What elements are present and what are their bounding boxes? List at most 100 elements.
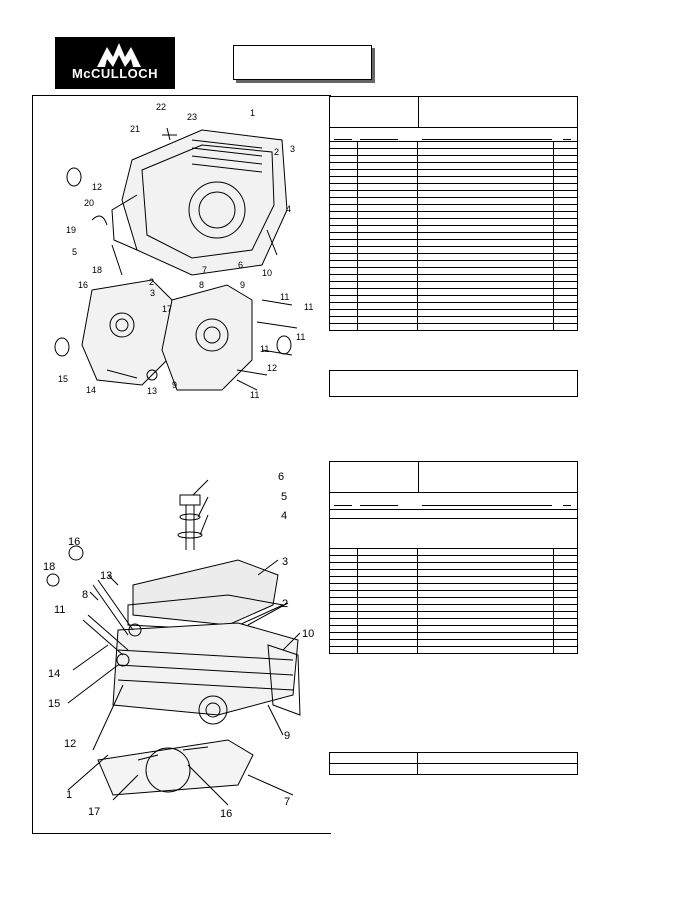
table-row: [329, 323, 578, 331]
parts-table-1-note: [329, 370, 578, 397]
table-row: [329, 162, 578, 170]
parts-table-2: [329, 548, 578, 654]
callout: 9: [284, 730, 290, 742]
cylinder-head-exploded-diagram: 6 5 4 18 16 3 13 8 11 2 10 14 15 12 9 1 …: [38, 455, 328, 825]
callout: 14: [86, 385, 96, 395]
callout: 10: [262, 268, 272, 278]
callout: 11: [296, 332, 305, 342]
table-row: [329, 555, 578, 563]
table-row: [329, 625, 578, 633]
table-row: [329, 141, 578, 149]
callout: 2: [149, 277, 154, 287]
callout: 9: [240, 280, 245, 290]
table-row: [329, 590, 578, 598]
table-row: [329, 295, 578, 303]
callout: 12: [92, 182, 102, 192]
parts-table-2-row-1: [329, 508, 578, 519]
table-row: [329, 260, 578, 268]
callout: 16: [78, 280, 88, 290]
callout: 15: [58, 374, 68, 384]
parts-table-3: [329, 752, 578, 775]
table-row: [329, 239, 578, 247]
callout: 20: [84, 198, 94, 208]
table-row: [329, 190, 578, 198]
callout: 7: [284, 796, 290, 808]
callout: 6: [238, 260, 243, 270]
table-row: [329, 197, 578, 205]
table-row: [329, 225, 578, 233]
callout: 5: [72, 247, 77, 257]
parts-table-1-column-header-row: [329, 127, 578, 142]
callout: 22: [156, 102, 166, 112]
callout: 6: [278, 471, 284, 483]
callout: 13: [100, 570, 112, 582]
table-row: [329, 155, 578, 163]
callout: 12: [267, 363, 277, 373]
callout: 11: [304, 302, 313, 312]
callout: 18: [92, 265, 102, 275]
table-row: [329, 211, 578, 219]
callout: 3: [150, 288, 155, 298]
callout: 17: [88, 806, 100, 818]
callout: 8: [199, 280, 204, 290]
callout: 9: [172, 380, 177, 390]
callout: 1: [66, 789, 72, 801]
callout: 12: [64, 738, 76, 750]
table-row: [329, 562, 578, 570]
callout: 10: [302, 628, 314, 640]
diagram-frame: [32, 95, 331, 834]
parts-table-1: [329, 141, 578, 331]
logo-mark-icon: [97, 43, 141, 67]
table-row: [329, 274, 578, 282]
callout: 13: [147, 386, 157, 396]
table-row: [329, 611, 578, 619]
callout: 5: [281, 491, 287, 503]
table-row: [329, 752, 578, 764]
table-row: [329, 148, 578, 156]
table-row: [329, 302, 578, 310]
logo-wordmark: McCULLOCH: [71, 66, 159, 81]
table-row: [329, 763, 578, 775]
table-row: [329, 176, 578, 184]
callout: 14: [48, 668, 60, 680]
table-row: [329, 309, 578, 317]
callout: 3: [282, 556, 288, 568]
table-row: [329, 169, 578, 177]
brand-logo: McCULLOCH: [55, 37, 175, 89]
table-row: [329, 548, 578, 556]
parts-table-2-column-header-row: [329, 492, 578, 510]
callout: 11: [250, 390, 259, 400]
callout: 17: [162, 304, 172, 314]
table-row: [329, 576, 578, 584]
callout: 23: [187, 112, 197, 122]
callout: 18: [43, 561, 55, 573]
table-row: [329, 253, 578, 261]
parts-table-2-header: [329, 461, 578, 493]
callout: 8: [82, 589, 88, 601]
table-row: [329, 604, 578, 612]
table-row: [329, 183, 578, 191]
table-row: [329, 569, 578, 577]
callout: 11: [54, 604, 65, 616]
table-row: [329, 618, 578, 626]
table-row: [329, 316, 578, 324]
table-row: [329, 218, 578, 226]
title-box: [233, 45, 372, 80]
callout: 2: [282, 598, 288, 610]
callout: 15: [48, 698, 60, 710]
table-row: [329, 232, 578, 240]
table-row: [329, 281, 578, 289]
callout: 4: [286, 204, 291, 214]
callout: 1: [250, 108, 255, 118]
table-row: [329, 267, 578, 275]
table-row: [329, 597, 578, 605]
callout: 4: [281, 510, 287, 522]
parts-table-1-header: [329, 96, 578, 128]
table-row: [329, 288, 578, 296]
callout: 7: [202, 265, 207, 275]
table-row: [329, 639, 578, 647]
callout: 19: [66, 225, 76, 235]
callout: 11: [280, 292, 289, 302]
table-row: [329, 246, 578, 254]
callout: 2: [274, 147, 279, 157]
